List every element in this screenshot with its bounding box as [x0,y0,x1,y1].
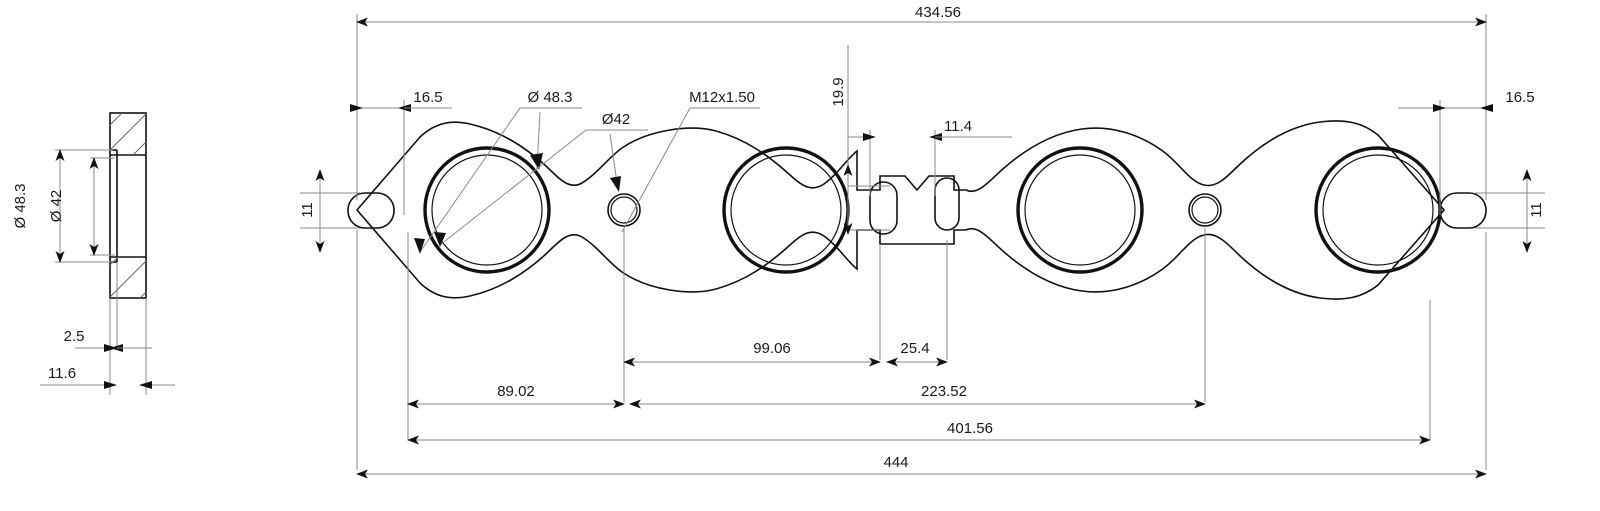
leader-42-line [439,129,587,246]
dim-label-25-4: 25.4 [900,340,929,357]
port-4-bore [1322,154,1434,266]
bolt-hole-right [1188,193,1222,227]
dim-label-444: 444 [883,454,908,471]
port-3 [1016,146,1144,274]
bolt-hole-left [607,193,641,227]
section-outer-profile [109,112,147,299]
callout-label-48-3: Ø 48.3 [527,89,572,106]
center-slot-right [934,177,960,231]
plan-view: 434.56 16.5 16.5 19.9 11.4 11 [299,4,1545,479]
callout-label-42: Ø42 [602,111,630,128]
port-1-bore [431,154,543,266]
port-3-bore [1024,154,1136,266]
dim-label-89-02: 89.02 [497,383,535,400]
center-slot-left [869,181,898,235]
arrow-11-6-right [139,381,152,389]
dim-label-434-56: 434.56 [915,4,961,21]
port-1-bead [423,146,551,274]
dim-label-11-4: 11.4 [944,118,972,135]
port-3-bead [1016,146,1144,274]
gasket-outline [355,120,1446,300]
arrow-callout-48-3-b [530,153,543,170]
arrow-2-5-right [110,344,123,352]
section-view: Ø 48.3 Ø 42 2.5 11.6 [12,112,175,395]
section-hatch-top [110,113,146,155]
dim-label-19-9: 19.9 [830,77,847,106]
tab-slot-right [1439,192,1487,229]
arrow-callout-42-b [610,176,621,192]
arrow-11-4-a [863,133,876,141]
arrow-callout-48-3-a [414,238,425,254]
dim-label-223-52: 223.52 [921,383,967,400]
dim-label-dia-42: Ø 42 [48,190,65,223]
port-4-bead [1314,146,1442,274]
dim-label-99-06: 99.06 [753,340,791,357]
callout-label-m12: M12x1.50 [689,89,755,106]
arrow-16-5-right-a [1433,104,1446,112]
section-hatch-bottom [110,257,146,298]
port-4 [1314,146,1442,274]
dim-label-11-right: 11 [1528,202,1545,218]
dim-label-401-56: 401.56 [947,420,993,437]
dim-label-16-5-right: 16.5 [1505,89,1534,106]
port-2-bead [722,146,850,274]
dim-label-dia-48-3: Ø 48.3 [12,183,29,228]
arrow-16-5-left-a [350,104,363,112]
dim-label-2-5: 2.5 [64,328,85,345]
bolt-hole-right-inner [1191,196,1219,224]
arrow-16-5-right-b [1480,104,1493,112]
arrow-callout-42-a [434,232,446,247]
dim-label-11-left: 11 [299,202,316,218]
bolt-hole-left-inner [610,196,638,224]
arrow-11-6-left [104,381,117,389]
bolt-hole-left-outer [607,193,641,227]
dim-label-11-6: 11.6 [48,365,76,382]
dim-label-16-5-left: 16.5 [413,89,442,106]
port-2 [722,146,850,274]
tab-slot-left [347,192,395,229]
leader-48-3-line [419,107,521,253]
port-2-bore [730,154,842,266]
port-1 [423,146,551,274]
bolt-hole-right-outer [1188,193,1222,227]
leader-m12-line [621,107,691,233]
